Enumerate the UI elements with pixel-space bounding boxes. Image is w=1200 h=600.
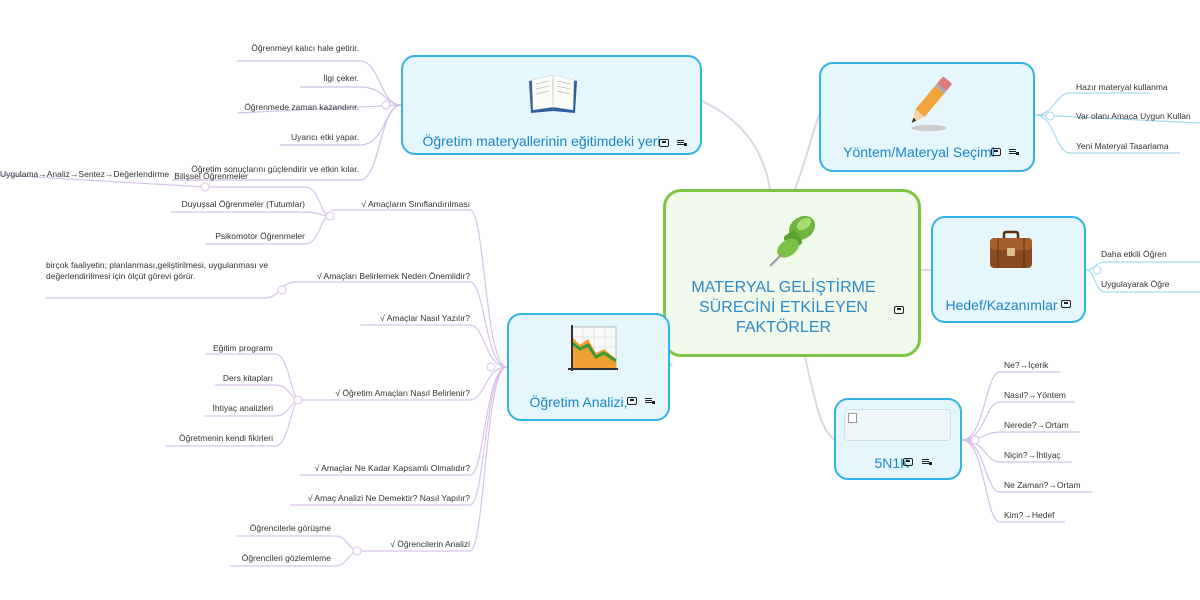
leaf-materials-4[interactable]: Uyarıcı etki yapar.	[290, 132, 359, 142]
node-5n1k-title: 5N1K	[874, 455, 910, 471]
leaf-cognitive-sub[interactable]: Uygulama→Analiz→Sentez→Değerlendirme	[0, 169, 170, 179]
leaf-teacher-ideas[interactable]: Öğretmenin kendi fikirleri	[178, 433, 273, 443]
node-method-title: Yöntem/Materyal Seçimi	[843, 144, 995, 160]
leaf-method-2[interactable]: Var olanı Amaca Uygun Kullan	[1076, 111, 1191, 121]
leaf-goals-1[interactable]: Daha etkili Öğren	[1101, 249, 1167, 259]
image-icon[interactable]	[903, 458, 913, 468]
leaf-textbooks[interactable]: Ders kitapları	[222, 373, 273, 383]
leaf-interview[interactable]: Öğrencilerle görüşme	[249, 523, 331, 533]
node-5n1k[interactable]: 5N1K	[834, 398, 962, 480]
briefcase-icon	[990, 230, 1032, 268]
broken-image-icon	[844, 409, 951, 441]
leaf-cognitive[interactable]: Bilişsel Öğrenmeler	[174, 171, 248, 181]
chart-icon	[568, 325, 618, 371]
leaf-materials-1[interactable]: Öğrenmeyi kalıcı hale getirir.	[251, 43, 359, 53]
analysis-item-how-determined[interactable]: √ Öğretim Amaçları Nasıl Belirlenir?	[335, 388, 470, 398]
leaf-5n1k-4[interactable]: Niçin?→İhtiyaç	[1004, 450, 1061, 460]
pencil-icon	[911, 77, 952, 131]
analysis-item-classification[interactable]: √ Amaçların Sınıflandırılması	[361, 199, 470, 209]
node-method[interactable]: Yöntem/Materyal Seçimi	[819, 62, 1035, 172]
leaf-5n1k-1[interactable]: Ne?→İçerik	[1004, 360, 1049, 370]
node-goals[interactable]: Hedef/Kazanımlar	[931, 216, 1086, 323]
node-materials-title: Öğretim materyallerinin eğitimdeki yeri	[422, 133, 661, 149]
leaf-affective[interactable]: Duyuşsal Öğrenmeler (Tutumlar)	[181, 199, 305, 209]
notes-icon[interactable]	[645, 397, 655, 407]
node-goals-title: Hedef/Kazanımlar	[945, 297, 1058, 313]
leaf-observe[interactable]: Öğrencileri gözlemleme	[241, 553, 331, 563]
notes-icon[interactable]	[1009, 148, 1019, 158]
node-materials[interactable]: Öğretim materyallerinin eğitimdeki yeri	[401, 55, 702, 155]
node-analysis-title: Öğretim Analizi,	[529, 394, 628, 410]
leaf-5n1k-6[interactable]: Kim?→Hedef	[1004, 510, 1055, 520]
leaf-5n1k-3[interactable]: Nerede?→Ortam	[1004, 420, 1069, 430]
image-icon[interactable]	[1061, 300, 1071, 310]
leaf-5n1k-5[interactable]: Ne Zaman?→Ortam	[1004, 480, 1081, 490]
leaf-needs-analysis[interactable]: İhtiyaç analizleri	[212, 403, 273, 413]
central-topic[interactable]: MATERYAL GELİŞTİRME SÜRECİNİ ETKİLEYEN F…	[663, 189, 921, 357]
analysis-item-student-analysis[interactable]: √ Öğrencilerin Analizi	[390, 539, 470, 549]
image-icon[interactable]	[659, 139, 669, 149]
image-icon[interactable]	[991, 148, 1001, 158]
notes-icon[interactable]	[922, 458, 932, 468]
pushpin-icon	[769, 215, 816, 267]
central-title: MATERYAL GELİŞTİRME SÜRECİNİ ETKİLEYEN F…	[691, 279, 876, 336]
leaf-materials-2[interactable]: İlgi çeker.	[323, 73, 359, 83]
leaf-method-1[interactable]: Hazır materyal kullanma	[1076, 82, 1168, 92]
image-icon[interactable]	[627, 397, 637, 407]
leaf-5n1k-2[interactable]: Nasıl?→Yöntem	[1004, 390, 1066, 400]
leaf-materials-5[interactable]: Öğretim sonuçlarını güçlendirir ve etkin…	[191, 164, 359, 174]
leaf-goals-2[interactable]: Uygulayarak Öğre	[1101, 279, 1170, 289]
node-analysis[interactable]: Öğretim Analizi,	[507, 313, 670, 421]
leaf-psychomotor[interactable]: Psikomotor Öğrenmeler	[215, 231, 305, 241]
leaf-materials-3[interactable]: Öğrenmede zaman kazandırır.	[244, 102, 359, 112]
leaf-program[interactable]: Eğitim programı	[213, 343, 273, 353]
analysis-item-how-written[interactable]: √ Amaçlar Nasıl Yazılır?	[380, 313, 470, 323]
image-icon[interactable]	[894, 306, 904, 316]
analysis-item-scope[interactable]: √ Amaçlar Ne Kadar Kapsamlı Olmalıdır?	[314, 463, 470, 473]
leaf-importance-text[interactable]: birçok faaliyetin; planlanması,geliştiri…	[46, 260, 269, 281]
book-icon	[529, 74, 577, 113]
leaf-method-3[interactable]: Yeni Materyal Tasarlama	[1076, 141, 1169, 151]
analysis-item-importance[interactable]: √ Amaçları Belirlemek Neden Önemlidir?	[317, 271, 470, 281]
analysis-item-goal-analysis[interactable]: √ Amaç Analizi Ne Demektir? Nasıl Yapılı…	[307, 493, 470, 503]
notes-icon[interactable]	[677, 139, 687, 149]
